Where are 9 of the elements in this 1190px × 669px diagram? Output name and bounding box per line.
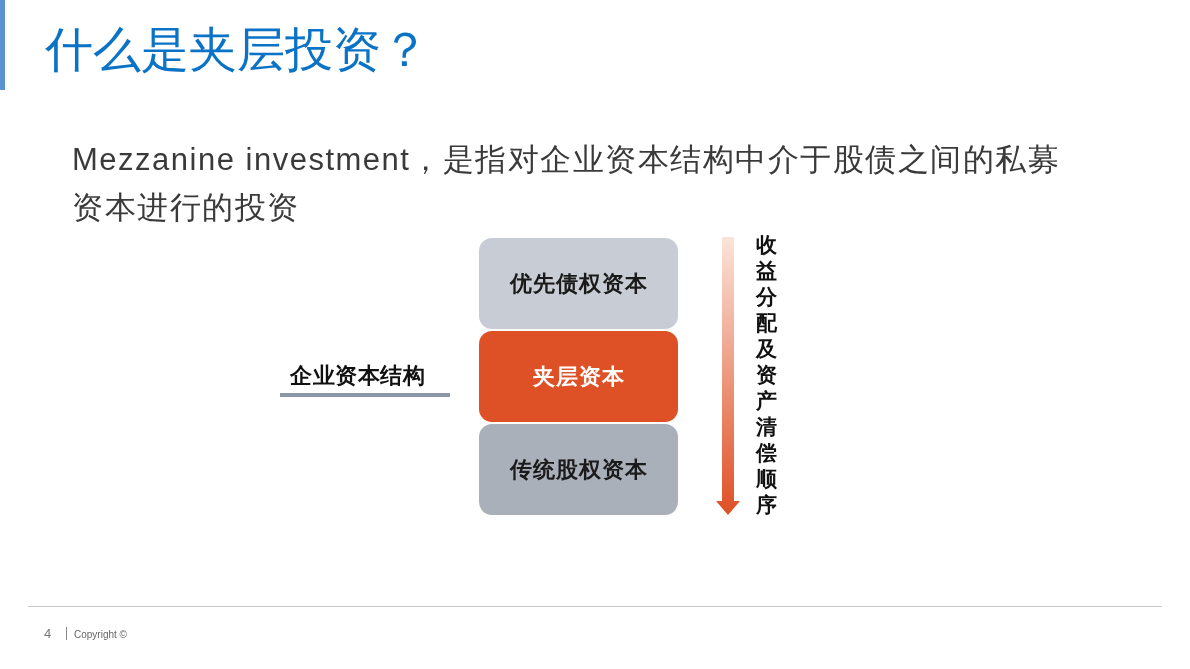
copyright-text: Copyright © bbox=[74, 628, 127, 641]
label-text: 企业资本结构 bbox=[290, 362, 425, 390]
vertical-label: 收益分配及资产清偿顺序 bbox=[755, 232, 777, 518]
body-text: Mezzanine investment，是指对企业资本结构中介于股债之间的私募资本进行的投资 bbox=[72, 141, 1062, 227]
stack-box: 夹层资本 bbox=[479, 331, 678, 422]
title: 什么是夹层投资？ bbox=[45, 22, 429, 78]
stack-box: 传统股权资本 bbox=[479, 424, 678, 515]
stack-box: 优先债权资本 bbox=[479, 238, 678, 329]
page-number: 4 bbox=[44, 626, 52, 642]
